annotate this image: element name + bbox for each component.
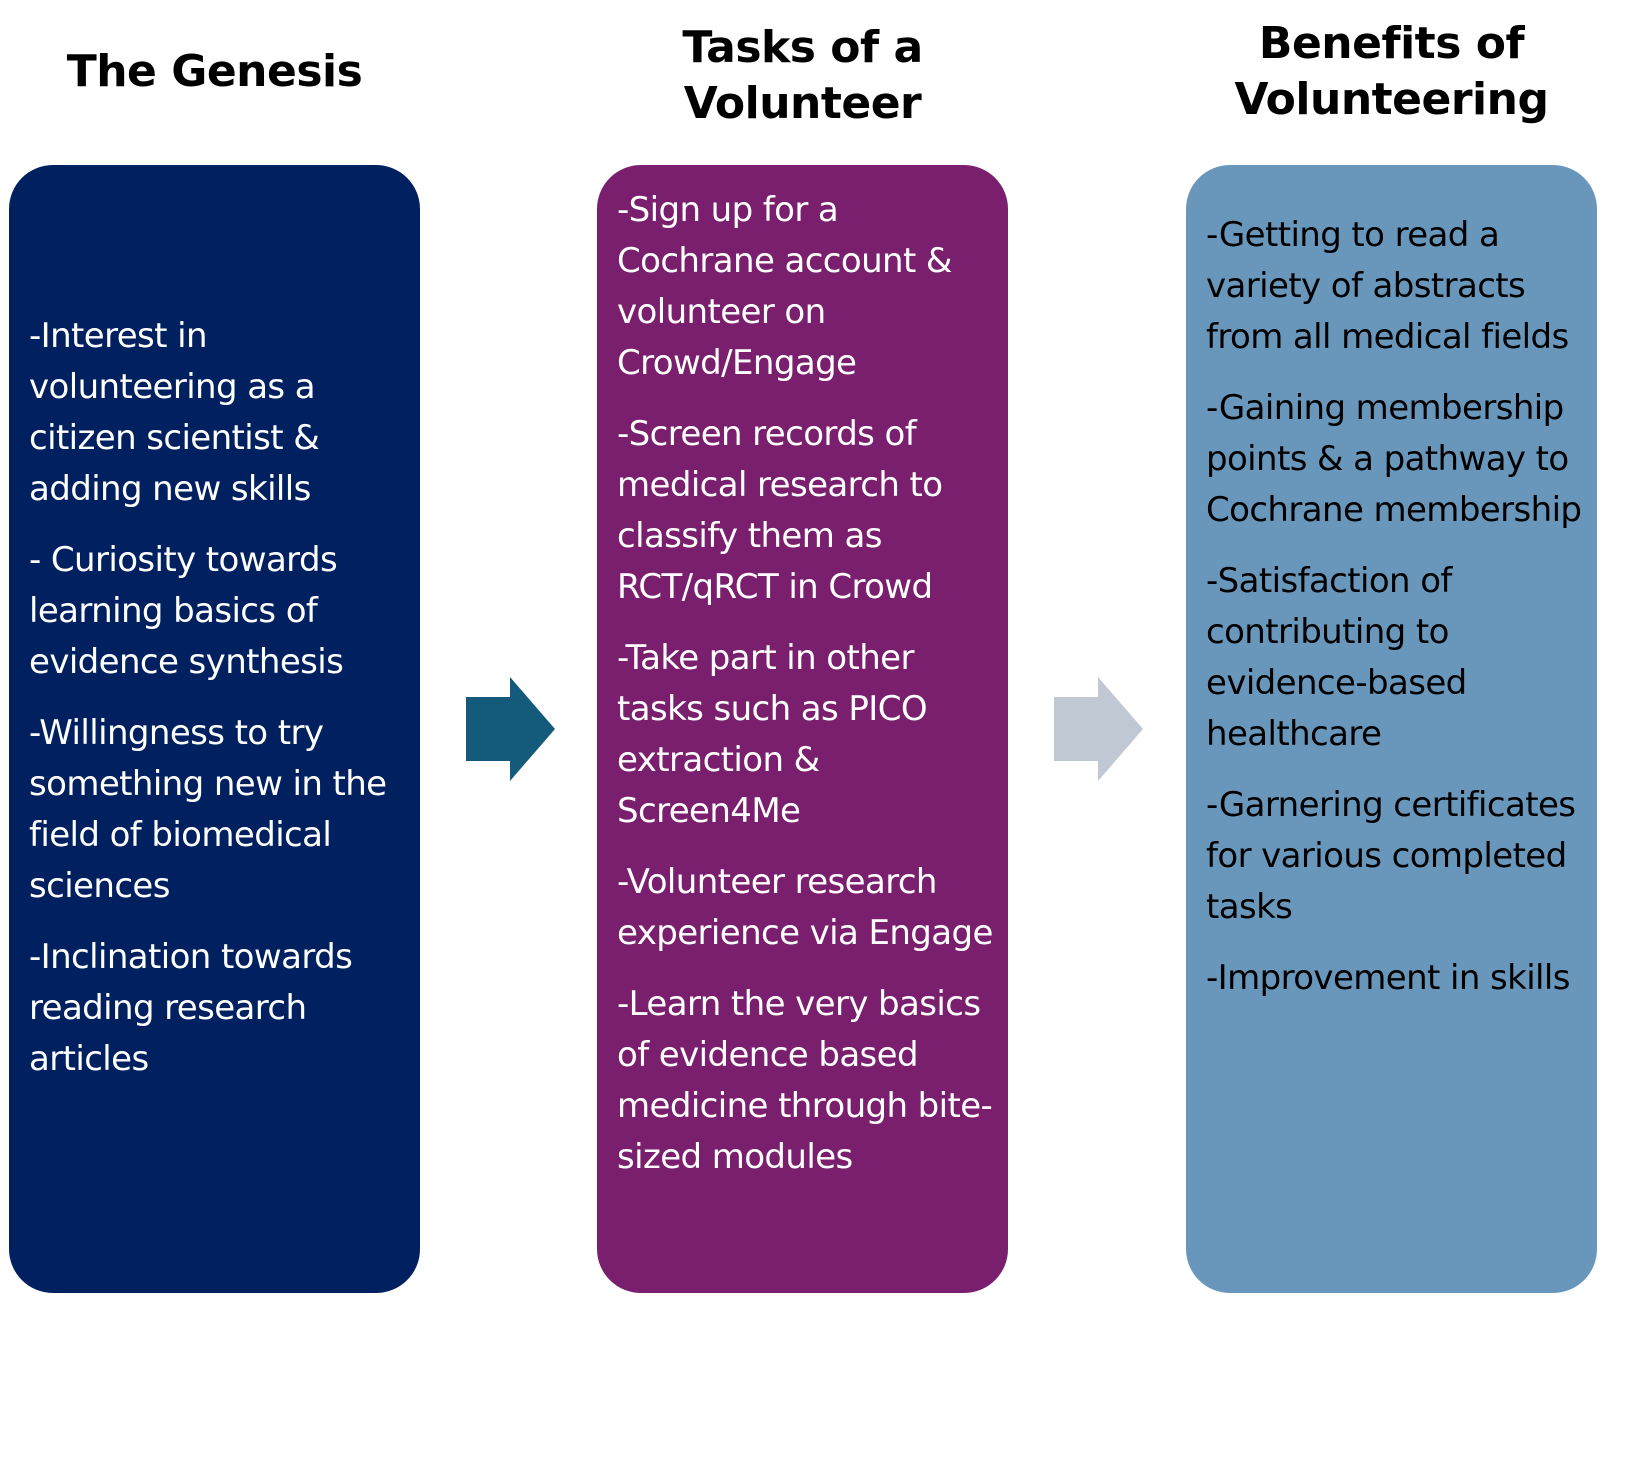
genesis-box: -Interest in volunteering as a citizen s…	[9, 165, 420, 1293]
benefit-item: -Improvement in skills	[1206, 958, 1570, 998]
task-item: -Learn the very basics of evidence based…	[617, 984, 993, 1177]
heading-tasks: Tasks of a Volunteer	[597, 20, 1008, 132]
task-item: -Take part in other tasks such as PICO e…	[617, 638, 928, 831]
benefits-box: -Getting to read a variety of abstracts …	[1186, 165, 1597, 1293]
benefit-item: -Getting to read a variety of abstracts …	[1206, 215, 1569, 357]
benefit-item: -Satisfaction of contributing to evidenc…	[1206, 561, 1467, 754]
heading-line: Volunteer	[683, 78, 922, 129]
heading-line: The Genesis	[66, 46, 363, 97]
benefit-item: -Garnering certificates for various comp…	[1206, 785, 1576, 927]
arrow-right-icon	[466, 677, 555, 781]
heading-benefits: Benefits of Volunteering	[1186, 16, 1597, 128]
arrow-right-icon	[1054, 677, 1143, 781]
genesis-item: - Curiosity towards learning basics of e…	[29, 540, 344, 682]
genesis-item: -Inclination towards reading research ar…	[29, 937, 353, 1079]
task-item: -Sign up for a Cochrane account & volunt…	[617, 190, 952, 383]
heading-line: Tasks of a	[682, 22, 923, 73]
genesis-item: -Interest in volunteering as a citizen s…	[29, 316, 320, 509]
tasks-box: -Sign up for a Cochrane account & volunt…	[597, 165, 1008, 1293]
task-item: -Screen records of medical research to c…	[617, 414, 943, 607]
heading-line: Benefits of	[1258, 18, 1525, 69]
task-item: -Volunteer research experience via Engag…	[617, 862, 993, 953]
heading-genesis: The Genesis	[9, 44, 420, 100]
heading-line: Volunteering	[1234, 74, 1549, 125]
benefit-item: -Gaining membership points & a pathway t…	[1206, 388, 1582, 530]
genesis-item: -Willingness to try something new in the…	[29, 713, 387, 906]
